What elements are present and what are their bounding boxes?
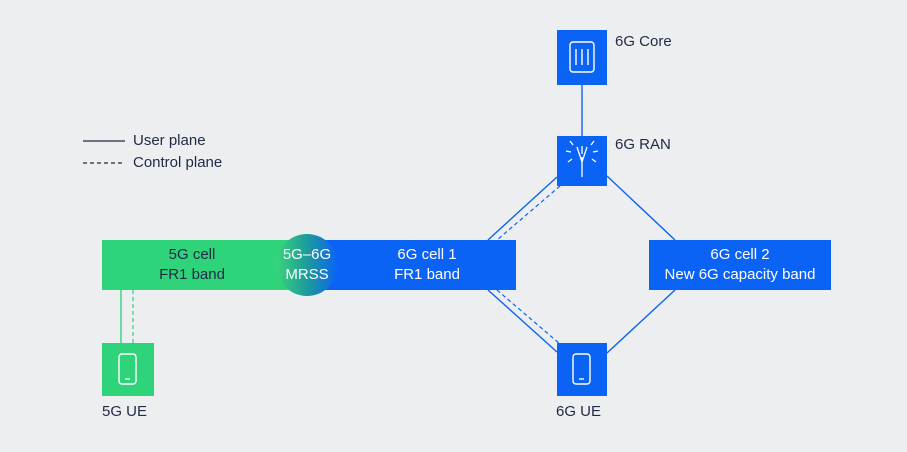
cell2-ue6g-link [606, 289, 676, 354]
mrss-line2: MRSS [285, 266, 329, 283]
phone-icon [118, 353, 137, 385]
cell5g-box [102, 240, 300, 290]
legend-user-plane-label: User plane [133, 132, 206, 149]
ran-cell2-link [606, 175, 676, 241]
mrss-text: 5G–6G MRSS [276, 240, 338, 290]
ue6g-node [557, 343, 607, 396]
cell1-ue6g-user-link [487, 289, 558, 353]
cell6g2-box [649, 240, 831, 290]
ue5g-node [102, 343, 154, 396]
core-node [557, 30, 607, 85]
ran-cell1-control-link [496, 185, 561, 241]
cell6g1-line1: 6G cell 1 [397, 246, 457, 263]
ue5g-box [102, 343, 154, 396]
ran-label: 6G RAN [615, 136, 671, 153]
cell6g1-text: 6G cell 1 FR1 band [338, 240, 516, 290]
mrss-circle [276, 234, 338, 296]
cell6g2-text: 6G cell 2 New 6G capacity band [649, 240, 831, 290]
cell5g-text: 5G cell FR1 band [102, 240, 282, 290]
core-label: 6G Core [615, 33, 672, 50]
cell6g1-line2: FR1 band [394, 266, 460, 283]
cell1-ue6g-control-link [496, 289, 561, 345]
cell5g-line2: FR1 band [159, 266, 225, 283]
server-icon [569, 41, 595, 73]
ue6g-box [557, 343, 607, 396]
ran-cell1-user-link [487, 176, 558, 241]
antenna-icon [565, 140, 599, 177]
connections [120, 85, 676, 354]
mrss-line1: 5G–6G [282, 246, 332, 263]
phone-icon [572, 353, 591, 385]
ue5g-label: 5G UE [102, 403, 148, 420]
cell6g2-line1: 6G cell 2 [710, 246, 770, 263]
cell5g-line1: 5G cell [168, 246, 216, 263]
cell6g1-box [315, 240, 516, 290]
ran-node [557, 136, 607, 186]
legend-control-plane-label: Control plane [133, 154, 223, 171]
ue6g-label: 6G UE [556, 403, 602, 420]
legend [83, 140, 125, 164]
cell6g2-line2: New 6G capacity band [664, 266, 816, 283]
